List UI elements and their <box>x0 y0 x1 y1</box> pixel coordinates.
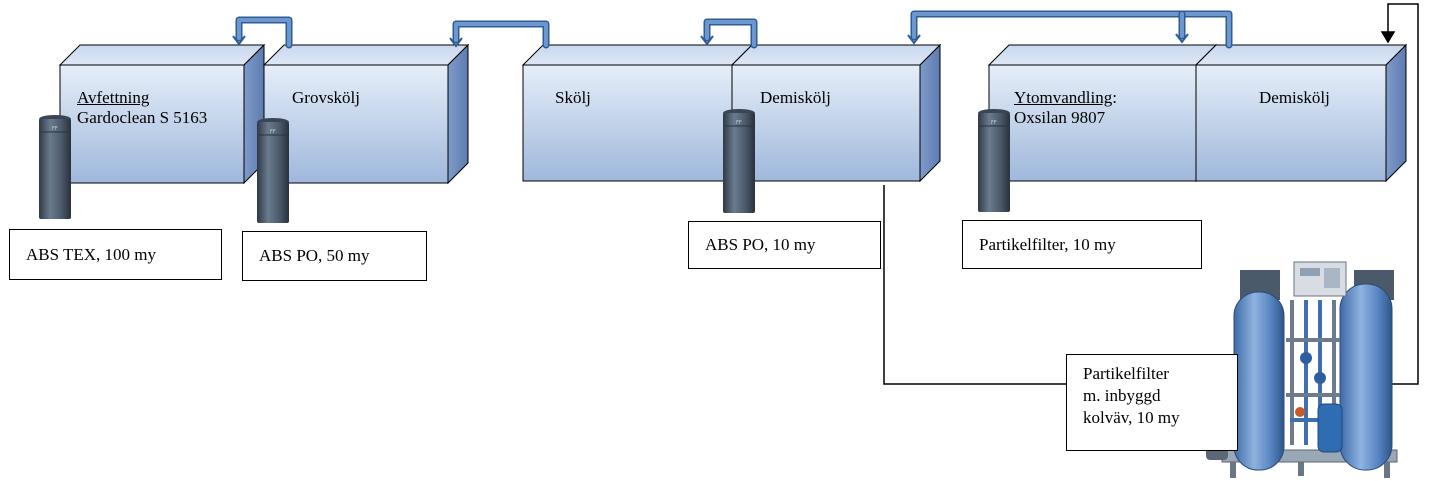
control-panel <box>1293 261 1347 297</box>
overflow-pipes <box>235 10 1233 49</box>
tank-subtitle-ytomvandling: Oxsilan 9807 <box>1014 108 1106 127</box>
filter-label-3-text: ABS PO, 10 my <box>705 235 816 254</box>
pressure-vessel-right <box>1339 270 1394 471</box>
tank-title-demiskolj-2: Demiskölj <box>1259 88 1330 107</box>
tank-ytomvandling <box>987 43 1218 183</box>
tank-label-demiskolj-2: Demiskölj <box>1259 88 1330 108</box>
filter-label-1-text: ABS TEX, 100 my <box>26 244 157 264</box>
tank-title-demiskolj-1: Demiskölj <box>760 88 831 107</box>
filter-label-3: ABS PO, 10 my <box>688 221 881 269</box>
water-treatment-unit <box>1206 261 1398 478</box>
filter-label-2-text: ABS PO, 50 my <box>259 246 370 265</box>
filter-cartridge-3: FF <box>723 109 755 213</box>
water-unit-line-2: m. inbyggd <box>1083 386 1161 405</box>
tank-avfettning <box>58 43 266 185</box>
water-unit-line-1: Partikelfilter <box>1083 364 1169 383</box>
svg-text:FF: FF <box>52 126 58 132</box>
filter-cartridge-4: FF <box>978 109 1010 212</box>
filter-cartridge-1: FF <box>39 115 71 219</box>
tank-title-suffix-ytomvandling: : <box>1112 88 1117 107</box>
filter-label-4: Partikelfilter, 10 my <box>962 220 1202 269</box>
arrowhead-ytomvandling <box>1175 33 1189 44</box>
pipe-grovskolj-to-avfettning <box>235 16 293 49</box>
tank-label-avfettning: Avfettning Gardoclean S 5163 <box>77 88 207 128</box>
filter-cartridge-2: FF <box>257 118 289 223</box>
tank-label-demiskolj-1: Demiskölj <box>760 88 831 108</box>
tank-label-ytomvandling: Ytomvandling: Oxsilan 9807 <box>1014 88 1117 128</box>
arrowhead-avfettning <box>232 35 246 46</box>
filter-label-4-text: Partikelfilter, 10 my <box>979 234 1116 254</box>
pipe-demiskolj-to-skolj <box>703 18 758 49</box>
tank-title-grovskolj: Grovskölj <box>292 88 360 107</box>
tank-title-skolj: Skölj <box>555 88 591 107</box>
overflow-arrowheads <box>232 33 1189 48</box>
svg-text:FF: FF <box>991 120 997 126</box>
pressure-vessel-left <box>1233 270 1285 471</box>
tank-label-grovskolj: Grovskölj <box>292 88 360 108</box>
tank-grovskolj <box>262 43 470 185</box>
tank-label-skolj: Skölj <box>555 88 591 108</box>
arrowhead-skolj <box>700 35 714 46</box>
svg-text:FF: FF <box>270 129 276 135</box>
water-unit-line-3: kolväv, 10 my <box>1083 408 1180 427</box>
tank-subtitle-avfettning: Gardoclean S 5163 <box>77 108 208 127</box>
recirculation-line <box>883 3 1419 385</box>
tank-skolj <box>521 43 754 183</box>
tank-demiskolj-1 <box>730 43 942 183</box>
filter-label-2: ABS PO, 50 my <box>242 231 427 281</box>
arrowhead-demiskolj1 <box>907 34 921 45</box>
filter-label-1: ABS TEX, 100 my <box>9 229 222 280</box>
svg-text:FF: FF <box>736 120 742 126</box>
arrowhead-grovskolj <box>449 37 463 48</box>
recirculation-arrowhead <box>1380 31 1396 44</box>
tank-demiskolj-2 <box>1194 43 1408 183</box>
tank-title-avfettning: Avfettning <box>77 88 150 107</box>
pipe-skolj-to-grovskolj <box>452 20 550 49</box>
water-unit-label: Partikelfilter m. inbyggd kolväv, 10 my <box>1066 354 1238 451</box>
tank-title-ytomvandling: Ytomvandling <box>1014 88 1113 107</box>
